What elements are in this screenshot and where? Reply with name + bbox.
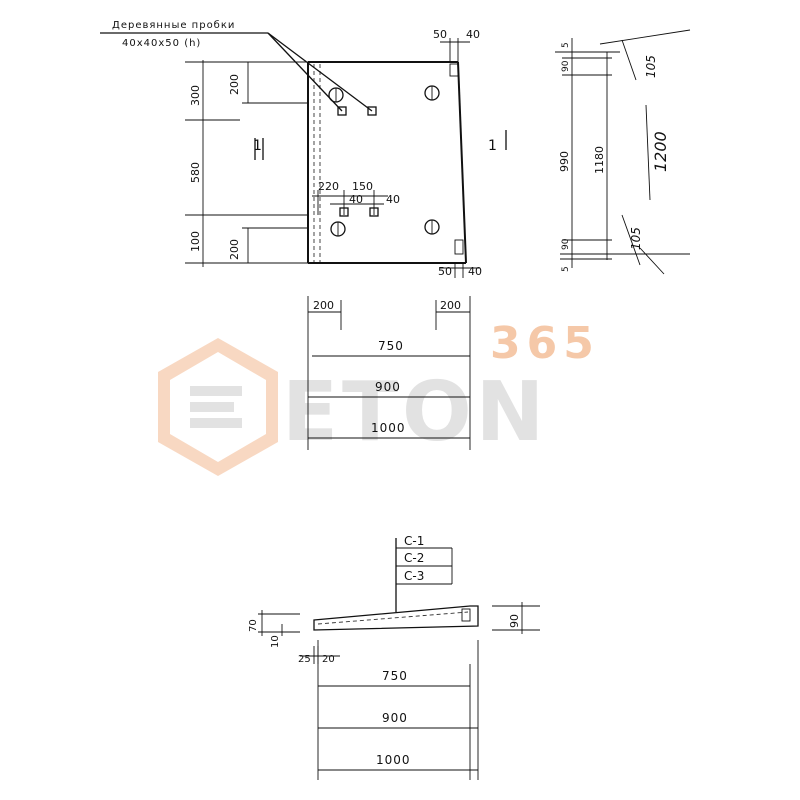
dim-right-section: 90 [492, 602, 540, 634]
section-marks: 1 1 [253, 130, 507, 160]
inserts-leader: Деревянные пробки 40x40x50 (h) [100, 20, 373, 112]
watermark-number: 365 [490, 318, 600, 369]
dim-label: 750 [382, 669, 408, 683]
dim-label: 1000 [371, 421, 406, 435]
dim-label: 150 [352, 180, 373, 193]
dim-top-right: 50 40 [433, 28, 480, 62]
dim-label: 1180 [593, 146, 606, 174]
dim-label: 200 [228, 74, 241, 95]
dim-label: 90 [508, 614, 521, 628]
dim-label: 750 [378, 339, 404, 353]
dim-label: 40 [466, 28, 480, 41]
dim-label: 200 [228, 239, 241, 260]
watermark: 365 ETON [158, 318, 600, 476]
dim-label: 50 [433, 28, 447, 41]
lifting-loops [328, 85, 440, 237]
plate-profile [313, 605, 479, 631]
dim-label: 580 [189, 162, 202, 183]
dim-label: 1000 [376, 753, 411, 767]
dim-label: 40 [386, 193, 400, 206]
dim-label: 25 [298, 654, 311, 665]
inserts-size: 40x40x50 (h) [122, 38, 201, 49]
dim-label: 40 [349, 193, 363, 206]
dim-label: 900 [375, 380, 401, 394]
section-mark-right: 1 [488, 138, 497, 154]
dim-inner: 220 150 40 40 [312, 180, 400, 215]
dim-left-section: 70 10 [248, 610, 300, 648]
dim-label: 90 [561, 238, 571, 250]
hand-note: 1200 [651, 131, 670, 172]
mark-stack: С-1 С-2 С-3 [395, 534, 453, 612]
section-view: С-1 С-2 С-3 70 10 90 [248, 534, 540, 780]
side-view: 5 90 990 1180 90 5 105 1200 105 [555, 29, 691, 275]
dim-label: 70 [248, 619, 259, 632]
dim-small-section: 25 20 [298, 646, 340, 665]
mark-c2: С-2 [404, 551, 424, 565]
top-view: Деревянные пробки 40x40x50 (h) 50 40 300… [100, 20, 507, 450]
hand-note: 105 [629, 227, 643, 250]
dim-label: 20 [322, 654, 335, 665]
dim-label: 40 [468, 265, 482, 278]
dim-bottom-chain: 200 200 750 900 1000 [307, 296, 471, 450]
dim-bottom-right: 50 40 [438, 263, 482, 278]
dim-label: 50 [438, 265, 452, 278]
dim-label: 900 [382, 711, 408, 725]
hand-note: 105 [644, 55, 658, 78]
watermark-word: ETON [282, 365, 548, 460]
dim-bottom-section: 750 900 1000 [317, 640, 479, 780]
inserts-label: Деревянные пробки [112, 20, 235, 31]
dim-label: 200 [313, 299, 334, 312]
mark-c3: С-3 [404, 569, 424, 583]
dim-label: 90 [561, 60, 571, 72]
watermark-logo-icon [158, 338, 278, 476]
dim-label: 990 [558, 151, 571, 172]
dim-label: 200 [440, 299, 461, 312]
handwritten-notes: 105 1200 105 [599, 29, 691, 275]
dim-label: 100 [189, 231, 202, 252]
dim-left-chain: 300 200 580 100 200 [185, 60, 308, 267]
plate-outline [307, 61, 467, 264]
dim-label: 5 [561, 266, 571, 272]
dim-label: 220 [318, 180, 339, 193]
section-mark-left: 1 [253, 138, 262, 154]
dim-label: 5 [561, 42, 571, 48]
mark-c1: С-1 [404, 534, 424, 548]
dim-label: 300 [189, 85, 202, 106]
dim-label: 10 [270, 635, 281, 648]
